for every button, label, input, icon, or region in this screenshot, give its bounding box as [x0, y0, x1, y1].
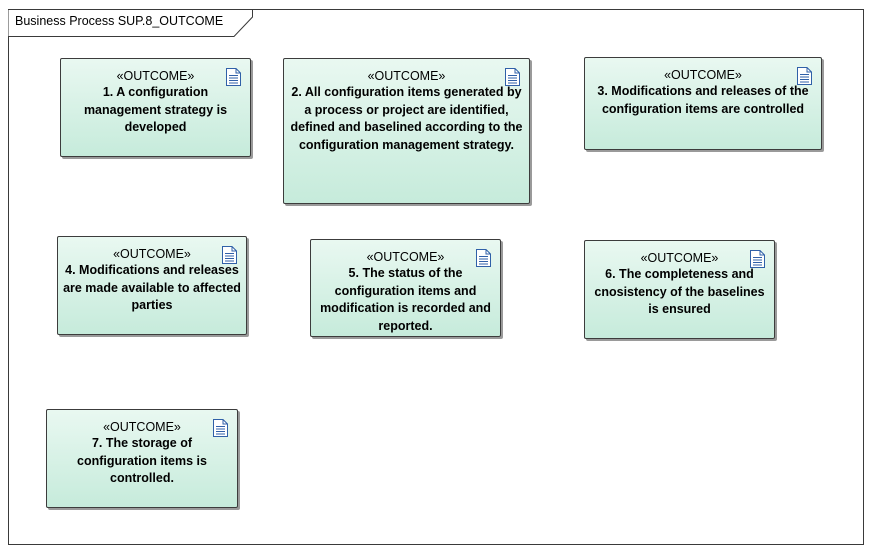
outcome-box-3[interactable]: «OUTCOME» 3. Modifications and releases … [584, 57, 822, 150]
outcome-box-5[interactable]: «OUTCOME» 5. The status of the configura… [310, 239, 501, 337]
outcome-box-2[interactable]: «OUTCOME» 2. All configuration items gen… [283, 58, 530, 204]
stereotype-label: «OUTCOME» [366, 250, 445, 264]
outcome-text: 2. All configuration items generated by … [290, 85, 523, 152]
document-icon [213, 419, 228, 437]
outcome-box-1[interactable]: «OUTCOME» 1. A configuration management … [60, 58, 251, 157]
outcome-text: 7. The storage of configuration items is… [77, 436, 207, 485]
document-icon [476, 249, 491, 267]
outcome-box-7[interactable]: «OUTCOME» 7. The storage of configuratio… [46, 409, 238, 508]
stereotype-label: «OUTCOME» [640, 251, 719, 265]
outcome-text: 5. The status of the configuration items… [320, 266, 491, 333]
outcome-text: 3. Modifications and releases of the con… [597, 84, 809, 116]
outcome-text: 4. Modifications and releases are made a… [63, 263, 241, 312]
stereotype-label: «OUTCOME» [116, 69, 195, 83]
outcome-text: 6. The completeness and cnosistency of t… [594, 267, 765, 316]
document-icon [222, 246, 237, 264]
stereotype-label: «OUTCOME» [103, 420, 181, 434]
outcome-text: 1. A configuration management strategy i… [83, 85, 228, 134]
document-icon [505, 68, 520, 86]
outcome-box-6[interactable]: «OUTCOME» 6. The completeness and cnosis… [584, 240, 775, 339]
document-icon [797, 67, 812, 85]
title-tab-shape [8, 9, 253, 37]
stereotype-label: «OUTCOME» [664, 68, 742, 82]
diagram-title: Business Process SUP.8_OUTCOME [15, 14, 224, 28]
stereotype-label: «OUTCOME» [367, 69, 446, 83]
document-icon [226, 68, 241, 86]
document-icon [750, 250, 765, 268]
outcome-box-4[interactable]: «OUTCOME» 4. Modifications and releases … [57, 236, 247, 335]
stereotype-label: «OUTCOME» [113, 247, 191, 261]
